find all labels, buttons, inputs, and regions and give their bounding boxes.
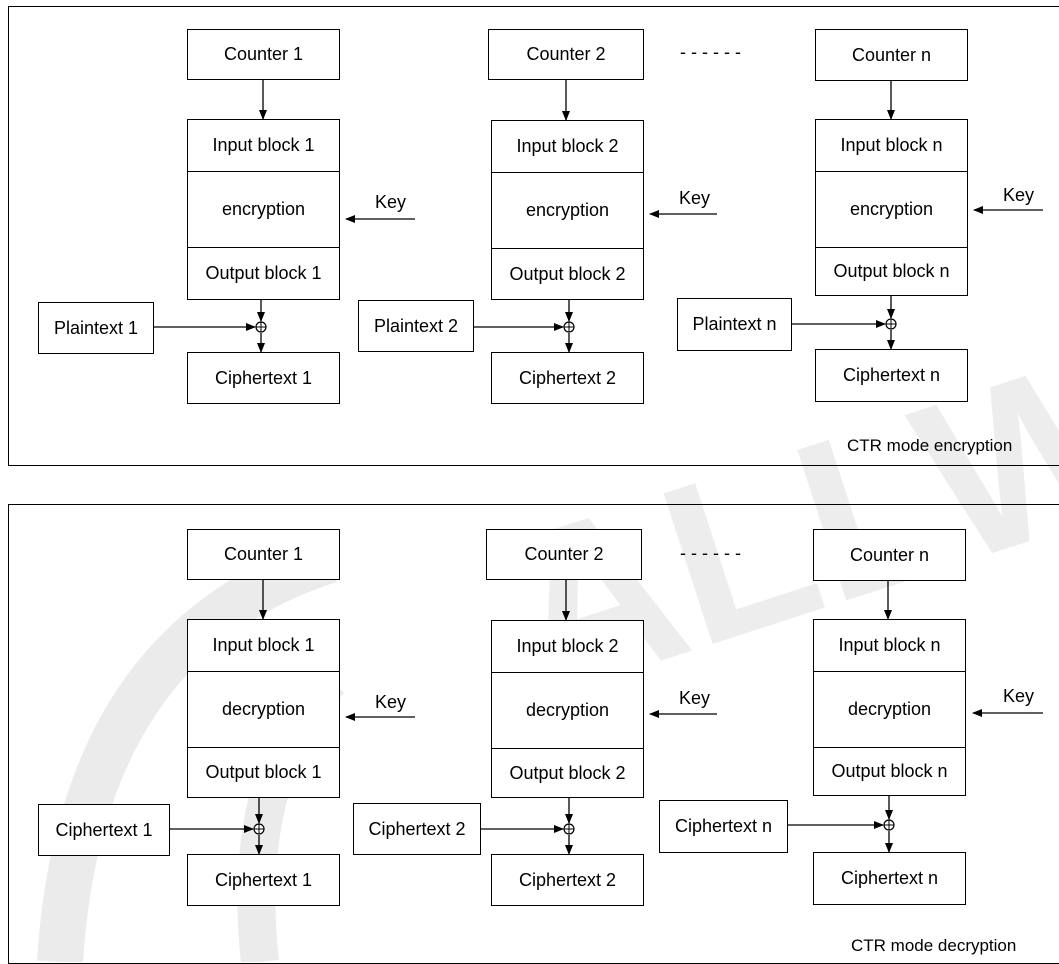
input-text-box: Ciphertext n	[659, 800, 788, 853]
cipher-op-label: decryption	[188, 672, 339, 748]
output-block-label: Output block 1	[205, 762, 322, 782]
counter-box: Counter 1	[187, 29, 340, 80]
cipher-op-label: decryption	[492, 673, 643, 749]
output-block-label: Output block n	[831, 761, 948, 781]
output-block-label: Output block 1	[205, 263, 322, 283]
input-text-box: Ciphertext 1	[38, 804, 170, 856]
input-block-label: Input block n	[816, 120, 967, 172]
key-label: Key	[1003, 686, 1035, 706]
key-label: Key	[375, 192, 407, 212]
input-block-label: Input block 1	[188, 620, 339, 672]
output-text-box: Ciphertext 2	[491, 854, 644, 906]
mode-label: CTR mode encryption	[847, 436, 1013, 455]
counter-box: Counter n	[813, 529, 966, 581]
key-label: Key	[679, 188, 711, 208]
output-text-box: Ciphertext n	[815, 349, 968, 402]
key-label: Key	[679, 688, 711, 708]
output-text-box: Ciphertext n	[813, 852, 966, 905]
encryption-panel	[8, 6, 1059, 466]
input-text-box: Plaintext 1	[38, 302, 154, 354]
key-label: Key	[375, 692, 407, 712]
cipher-op-label: encryption	[188, 172, 339, 248]
cipher-op-label: encryption	[492, 173, 643, 249]
input-text-box: Ciphertext 2	[353, 803, 481, 855]
output-block-label: Output block 2	[509, 762, 626, 783]
input-block-label: Input block 2	[492, 121, 643, 173]
cipher-block: Input block 1 encryption Output block 1	[187, 119, 340, 300]
ellipsis-dashes: ------	[680, 42, 746, 62]
key-label: Key	[1003, 185, 1035, 205]
counter-box: Counter 1	[187, 529, 340, 580]
output-block-label: Output block n	[833, 261, 950, 281]
cipher-block: Input block 2 encryption Output block 2	[491, 120, 644, 300]
output-text-box: Ciphertext 2	[491, 352, 644, 404]
cipher-block: Input block n encryption Output block n	[815, 119, 968, 296]
cipher-block: Input block n decryption Output block n	[813, 619, 966, 796]
output-text-box: Ciphertext 1	[187, 352, 340, 404]
counter-box: Counter 2	[486, 529, 642, 580]
cipher-block: Input block 1 decryption Output block 1	[187, 619, 340, 798]
counter-box: Counter 2	[488, 29, 644, 80]
cipher-op-label: decryption	[814, 672, 965, 748]
cipher-block: Input block 2 decryption Output block 2	[491, 620, 644, 798]
input-block-label: Input block 1	[188, 120, 339, 172]
input-text-box: Plaintext n	[677, 298, 792, 351]
input-block-label: Input block n	[814, 620, 965, 672]
mode-label: CTR mode decryption	[851, 936, 1017, 955]
output-text-box: Ciphertext 1	[187, 854, 340, 906]
counter-box: Counter n	[815, 29, 968, 81]
input-block-label: Input block 2	[492, 621, 643, 673]
output-block-label: Output block 2	[509, 263, 626, 284]
cipher-op-label: encryption	[816, 172, 967, 248]
ellipsis-dashes: ------	[680, 543, 746, 563]
input-text-box: Plaintext 2	[358, 300, 474, 352]
